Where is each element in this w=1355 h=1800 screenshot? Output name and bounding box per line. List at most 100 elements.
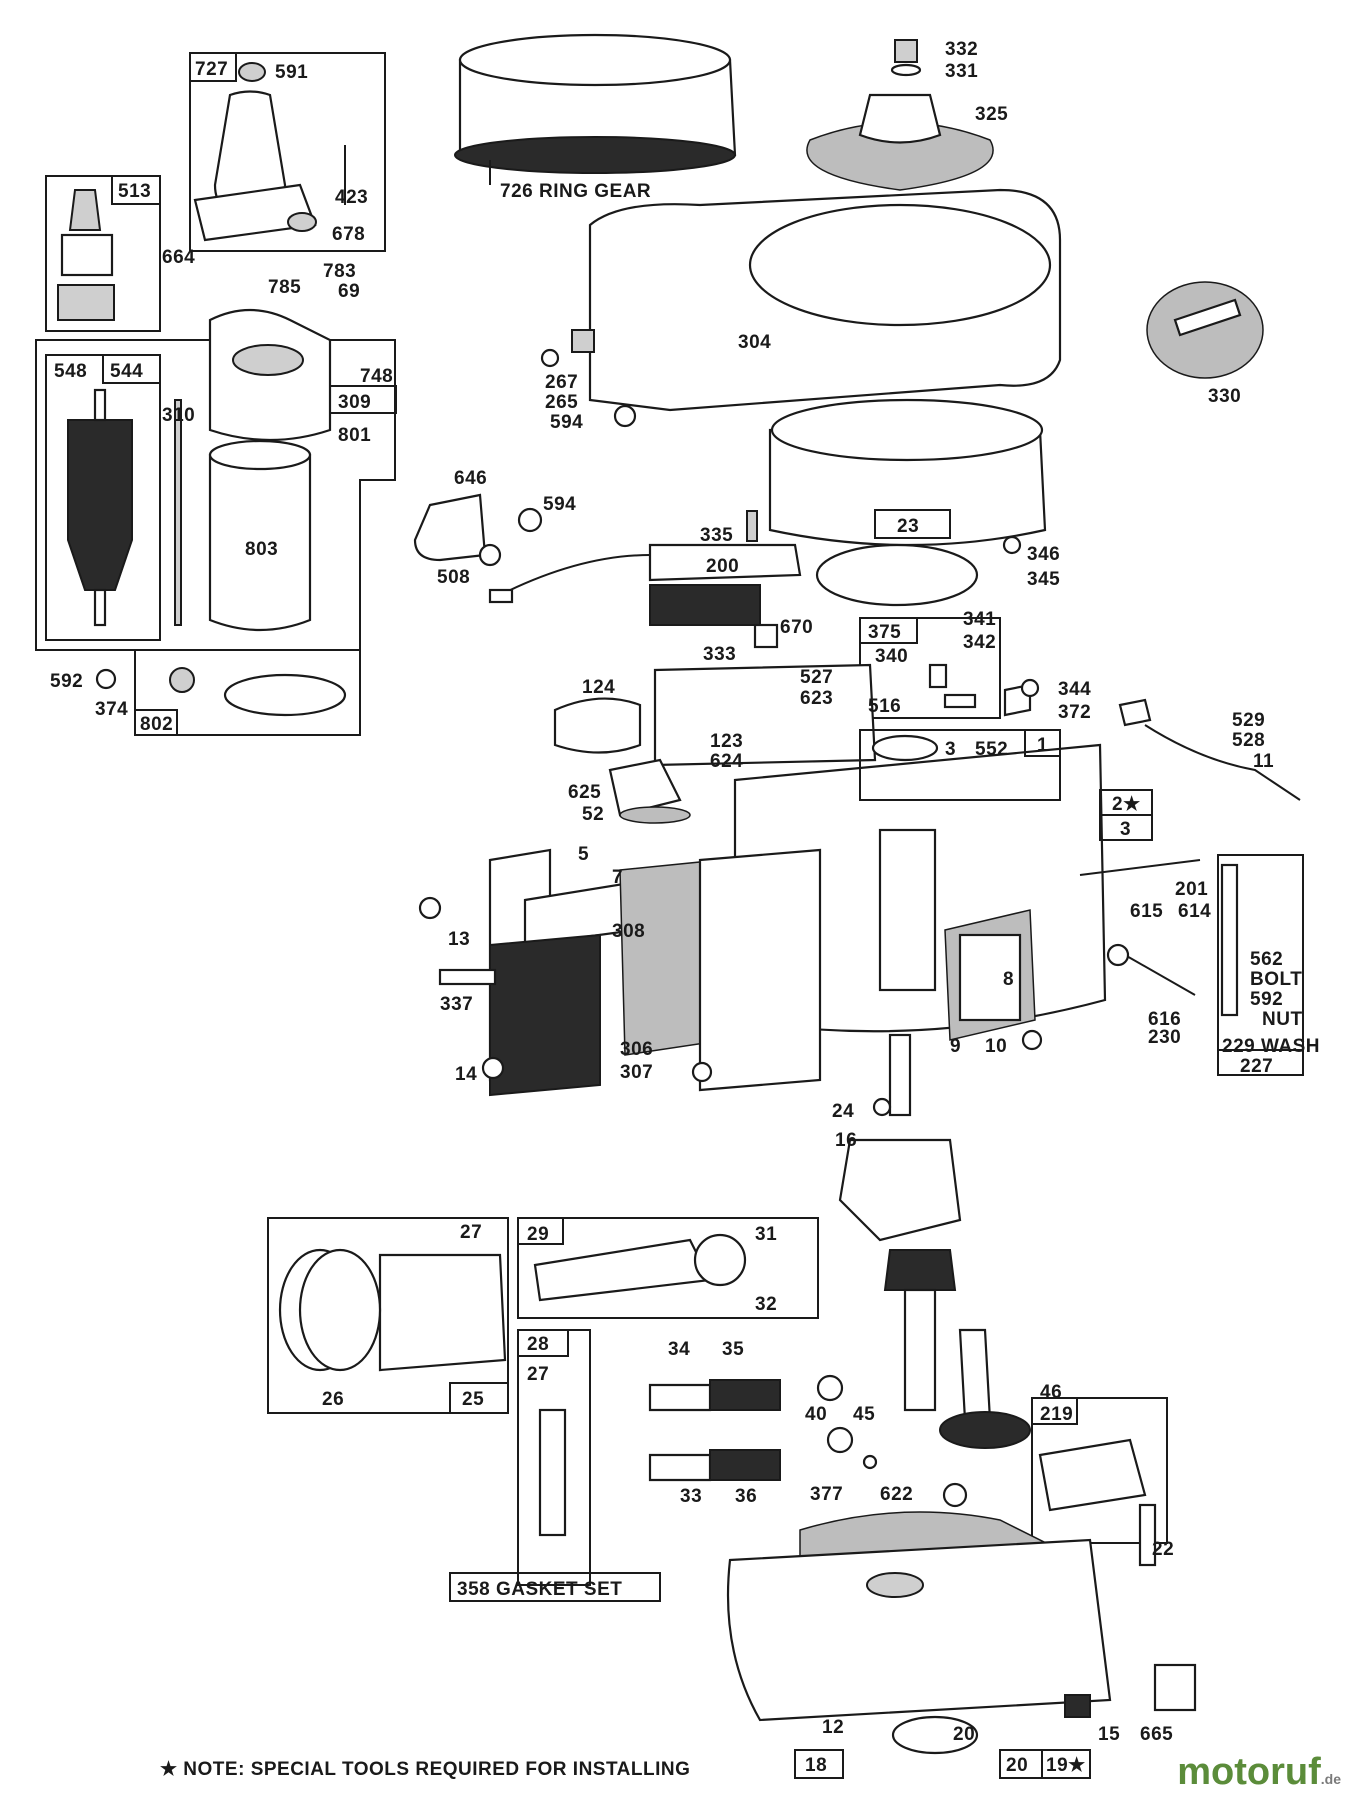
label-11: 11 — [1253, 751, 1274, 772]
label-614: 614 — [1178, 901, 1211, 922]
link-rod — [653, 663, 877, 767]
fitting-529 — [1118, 698, 1152, 727]
box-3 — [1099, 814, 1153, 841]
spring-36 — [709, 1449, 781, 1481]
label-35: 35 — [722, 1339, 744, 1360]
label-374: 374 — [95, 699, 128, 720]
plunger-516 — [943, 693, 977, 709]
box-28-label — [517, 1329, 569, 1357]
label-219: 219 — [1040, 1404, 1073, 1425]
label-5: 5 — [578, 844, 589, 865]
label-22: 22 — [1152, 1539, 1174, 1560]
label-548: 548 — [54, 361, 87, 382]
governor-219 — [1038, 1438, 1147, 1512]
label-36: 36 — [735, 1486, 757, 1507]
label-229: 229 WASH — [1222, 1036, 1320, 1057]
watermark-brand: motoruf — [1177, 1751, 1321, 1793]
link-616 — [1124, 954, 1196, 996]
cam-46 — [958, 1328, 992, 1422]
ignition-wire — [499, 554, 651, 596]
label-332: 332 — [945, 39, 978, 60]
label-20b: 20 — [1006, 1755, 1028, 1776]
box-375-label — [859, 617, 918, 644]
label-310: 310 — [162, 405, 195, 426]
label-528: 528 — [1232, 730, 1265, 751]
label-670: 670 — [780, 617, 813, 638]
label-345: 345 — [1027, 569, 1060, 590]
label-801: 801 — [338, 425, 371, 446]
label-227: 227 — [1240, 1056, 1273, 1077]
label-20a: 20 — [953, 1724, 975, 1745]
box-25 — [449, 1382, 509, 1414]
sump-18 — [726, 1538, 1112, 1722]
box-219-label — [1031, 1397, 1078, 1425]
box-802-label — [134, 709, 178, 736]
link-201 — [1079, 859, 1201, 876]
valve-33 — [648, 1453, 712, 1482]
label-24: 24 — [832, 1101, 854, 1122]
label-69: 69 — [338, 281, 360, 302]
label-32: 32 — [755, 1294, 777, 1315]
cup-345 — [815, 543, 979, 607]
label-783: 783 — [323, 261, 356, 282]
label-267: 267 — [545, 372, 578, 393]
screw-10 — [1021, 1029, 1043, 1051]
drive-housing-bore — [232, 344, 304, 376]
label-344: 344 — [1058, 679, 1091, 700]
air-filter-pin — [1173, 298, 1242, 337]
starter-motor-group — [35, 52, 397, 736]
label-594b: 594 — [543, 494, 576, 515]
label-423: 423 — [335, 187, 368, 208]
label-40: 40 — [805, 1404, 827, 1425]
label-304: 304 — [738, 332, 771, 353]
label-358: 358 GASKET SET — [457, 1579, 622, 1600]
cylinder-fins — [698, 848, 822, 1092]
box-513-label — [111, 175, 161, 205]
box-802 — [134, 649, 361, 736]
label-9: 9 — [950, 1036, 961, 1057]
label-23: 23 — [897, 516, 919, 537]
crank-snout — [888, 1033, 912, 1117]
grommet-678 — [287, 212, 317, 232]
label-726: 726 RING GEAR — [500, 181, 651, 202]
label-3b: 3 — [1120, 819, 1131, 840]
seal-3 — [871, 734, 939, 762]
spring-615 — [1106, 943, 1130, 967]
drive-gear-top — [68, 189, 102, 231]
screw-307 — [691, 1061, 713, 1083]
label-309: 309 — [338, 392, 371, 413]
breather-625 — [608, 758, 682, 817]
label-308: 308 — [612, 921, 645, 942]
box-19 — [1041, 1749, 1091, 1779]
bracket-265 — [571, 329, 595, 353]
armature-shaft-bottom — [93, 588, 107, 627]
label-28: 28 — [527, 1334, 549, 1355]
part-number-labels: 727 591 423 678 513 664 783 785 69 748 5… — [50, 39, 1320, 1776]
motor-frame-top — [208, 439, 312, 471]
label-552: 552 — [975, 739, 1008, 760]
label-341: 341 — [963, 609, 996, 630]
box-18 — [794, 1749, 844, 1779]
box-544-label — [102, 354, 161, 384]
plug-665 — [1153, 1663, 1197, 1712]
label-748: 748 — [360, 366, 393, 387]
sump-group — [449, 1503, 1197, 1779]
breather-cover-8 — [958, 933, 1022, 1022]
ignition-group — [413, 493, 1040, 719]
box-23 — [874, 509, 951, 539]
label-325: 325 — [975, 104, 1008, 125]
armature — [67, 419, 133, 591]
flywheel-23-top — [770, 398, 1044, 462]
shield-200 — [648, 543, 802, 582]
box-727-label — [189, 52, 237, 82]
label-bolt: BOLT — [1250, 969, 1302, 990]
connecting-rod — [533, 1238, 712, 1302]
label-27a: 27 — [460, 1222, 482, 1243]
crank-throw-16 — [838, 1138, 962, 1242]
label-623: 623 — [800, 688, 833, 709]
label-26: 26 — [322, 1389, 344, 1410]
label-330: 330 — [1208, 386, 1241, 407]
special-tools-note: ★ NOTE: SPECIAL TOOLS REQUIRED FOR INSTA… — [160, 1759, 690, 1780]
spacer-670 — [753, 623, 779, 649]
gasket-52 — [619, 806, 691, 824]
